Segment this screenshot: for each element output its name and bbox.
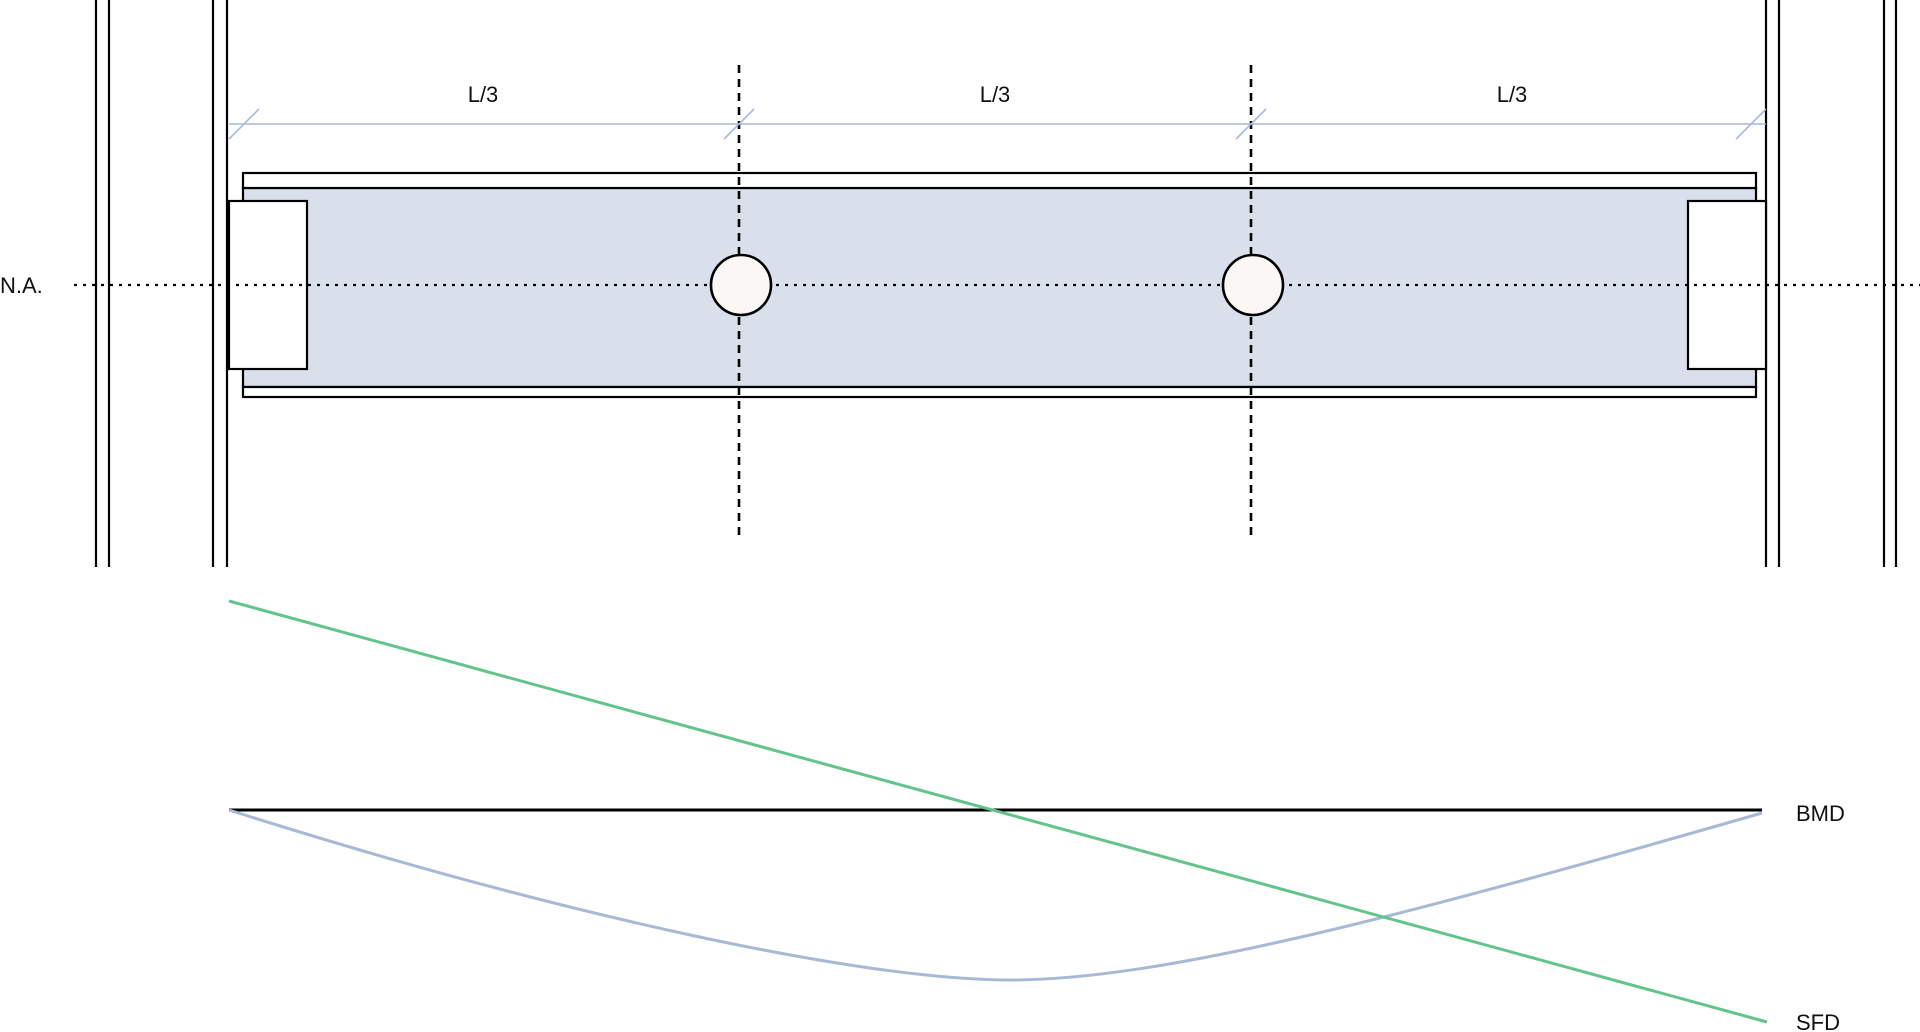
dimension-tick-third-1 bbox=[723, 108, 755, 140]
dimension-tick-left bbox=[228, 108, 260, 140]
bottom-flange bbox=[241, 385, 1758, 399]
right-end-plate bbox=[1686, 199, 1768, 371]
web-hole-left bbox=[709, 253, 773, 317]
dimension-tick-right bbox=[1735, 108, 1767, 140]
top-flange bbox=[241, 171, 1758, 190]
span-label-middle: L/3 bbox=[980, 82, 1011, 107]
beam-web bbox=[241, 186, 1758, 389]
bmd-curve bbox=[228, 808, 1763, 982]
neutral-axis-label: N.A. bbox=[0, 273, 43, 298]
sfd-label: SFD bbox=[1796, 1010, 1840, 1032]
dimension-tick-third-2 bbox=[1235, 108, 1267, 140]
span-dimension bbox=[228, 108, 1767, 140]
sfd-line bbox=[228, 599, 1768, 1024]
left-end-plate bbox=[227, 199, 309, 371]
span-label-right: L/3 bbox=[1497, 82, 1528, 107]
span-label-left: L/3 bbox=[468, 82, 499, 107]
bmd-label: BMD bbox=[1796, 801, 1845, 826]
web-hole-right bbox=[1221, 253, 1285, 317]
